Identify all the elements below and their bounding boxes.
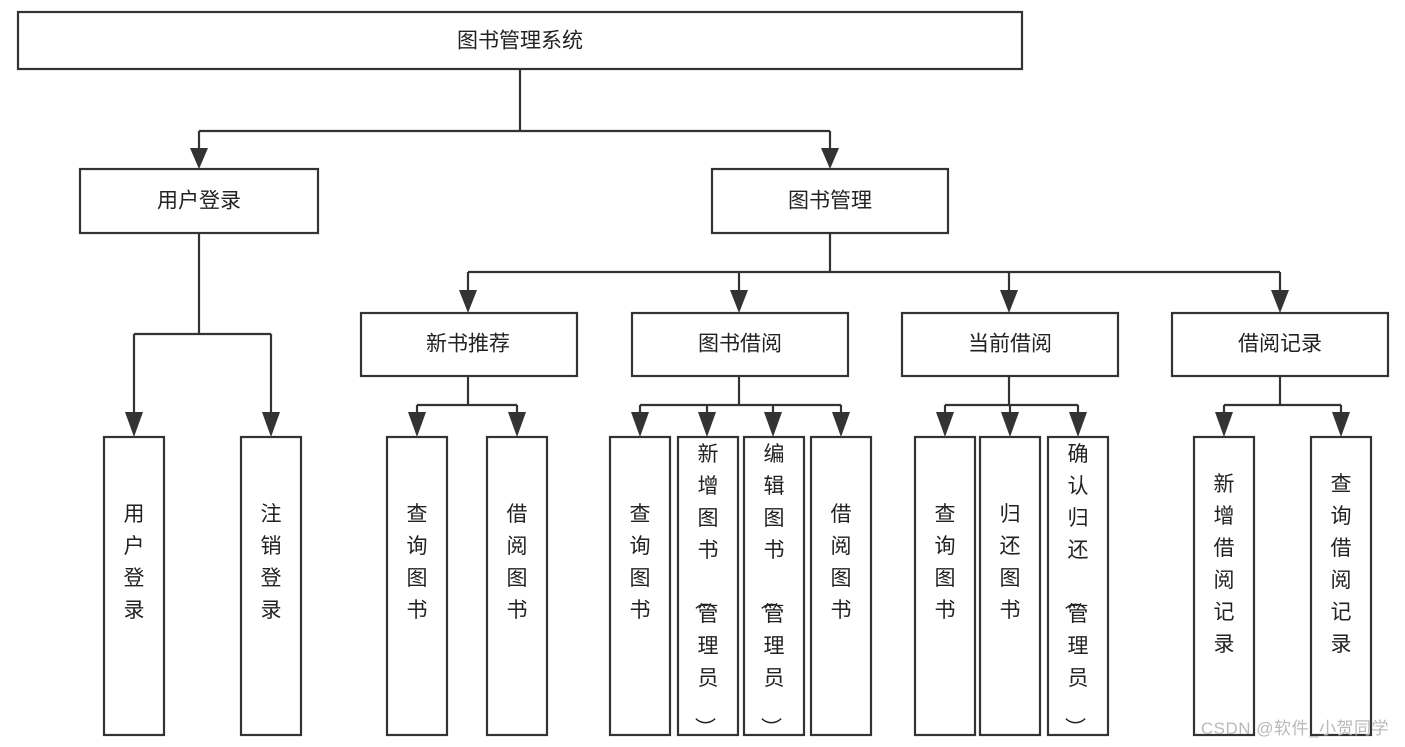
leaf-label: 新增图书（管理员）	[693, 443, 719, 738]
node-user-login-box[interactable]	[78, 167, 320, 235]
leaf-label: 借阅图书	[831, 503, 852, 622]
leaf-box[interactable]	[913, 435, 977, 737]
leaf-label: 借阅图书	[507, 503, 528, 622]
connector-books-to-level3	[459, 233, 1289, 313]
arrow-head-icon	[1001, 412, 1019, 437]
node-borrow-records-label: 借阅记录	[1238, 333, 1322, 356]
leaf-box[interactable]	[1046, 435, 1110, 737]
node-book-management-box[interactable]	[710, 167, 950, 235]
leaf-box[interactable]	[1192, 435, 1256, 737]
arrow-head-icon	[262, 412, 280, 437]
leaf-node[interactable]: 查询借阅记录	[1309, 435, 1373, 737]
arrow-head-icon	[821, 148, 839, 169]
leaf-box[interactable]	[102, 435, 166, 737]
leaf-label: 查询图书	[630, 503, 651, 622]
arrow-head-icon	[408, 412, 426, 437]
arrow-head-icon	[764, 412, 782, 437]
leaf-box[interactable]	[385, 435, 449, 737]
arrow-head-icon	[936, 412, 954, 437]
node-current-borrow-box[interactable]	[900, 311, 1120, 378]
leaf-node[interactable]: 查询图书	[385, 435, 449, 737]
node-root[interactable]: 图书管理系统	[16, 10, 1024, 71]
connector-current-to-leaves	[936, 376, 1087, 437]
node-book-management-label: 图书管理	[788, 190, 872, 213]
node-new-book-recommend-label: 新书推荐	[426, 333, 510, 356]
arrow-head-icon	[1332, 412, 1350, 437]
node-borrow-records[interactable]: 借阅记录	[1170, 311, 1390, 378]
leaf-node[interactable]: 新增借阅记录	[1192, 435, 1256, 737]
leaf-box[interactable]	[608, 435, 672, 737]
node-borrow-records-box[interactable]	[1170, 311, 1390, 378]
connector-borrow-to-leaves	[631, 376, 850, 437]
node-user-login-label: 用户登录	[157, 190, 241, 213]
leaf-box[interactable]	[485, 435, 549, 737]
leaf-label: 新增借阅记录	[1214, 473, 1235, 656]
leaf-node[interactable]: 归还图书	[978, 435, 1042, 737]
leaf-label: 查询图书	[935, 503, 956, 622]
leaf-box[interactable]	[676, 435, 740, 737]
node-book-borrow-label: 图书借阅	[698, 333, 782, 356]
node-root-label: 图书管理系统	[457, 30, 583, 53]
node-current-borrow-label: 当前借阅	[968, 333, 1052, 356]
leaf-label: 注销登录	[261, 503, 282, 622]
leaf-node[interactable]: 新增图书（管理员）	[676, 435, 740, 738]
leaf-label: 查询图书	[407, 503, 428, 622]
arrow-head-icon	[832, 412, 850, 437]
node-book-borrow-box[interactable]	[630, 311, 850, 378]
connector-records-to-leaves	[1215, 376, 1350, 437]
arrow-head-icon	[1069, 412, 1087, 437]
arrow-head-icon	[508, 412, 526, 437]
arrow-head-icon	[1000, 290, 1018, 313]
leaf-node[interactable]: 编辑图书（管理员）	[742, 435, 806, 738]
arrow-head-icon	[1271, 290, 1289, 313]
arrow-head-icon	[125, 412, 143, 437]
arrow-head-icon	[730, 290, 748, 313]
arrow-head-icon	[698, 412, 716, 437]
leaf-box[interactable]	[742, 435, 806, 737]
leaf-node[interactable]: 借阅图书	[809, 435, 873, 737]
node-new-book-recommend-box[interactable]	[359, 311, 579, 378]
node-root-box[interactable]	[16, 10, 1024, 71]
leaf-node[interactable]: 借阅图书	[485, 435, 549, 737]
leaf-node[interactable]: 查询图书	[608, 435, 672, 737]
leaf-label: 用户登录	[124, 503, 145, 622]
leaf-box[interactable]	[809, 435, 873, 737]
leaf-box[interactable]	[978, 435, 1042, 737]
leaf-label: 确认归还（管理员）	[1063, 443, 1089, 738]
arrow-head-icon	[190, 148, 208, 169]
node-new-book-recommend[interactable]: 新书推荐	[359, 311, 579, 378]
leaf-label: 编辑图书（管理员）	[759, 443, 785, 738]
leaf-node[interactable]: 确认归还（管理员）	[1046, 435, 1110, 738]
node-book-management[interactable]: 图书管理	[710, 167, 950, 235]
leaf-box[interactable]	[1309, 435, 1373, 737]
leaf-node[interactable]: 注销登录	[239, 435, 303, 737]
connector-newbook-to-leaves	[408, 376, 526, 437]
arrow-head-icon	[1215, 412, 1233, 437]
arrow-head-icon	[459, 290, 477, 313]
leaf-node[interactable]: 用户登录	[102, 435, 166, 737]
connector-root-to-level2	[190, 69, 839, 169]
node-current-borrow[interactable]: 当前借阅	[900, 311, 1120, 378]
arrow-head-icon	[631, 412, 649, 437]
leaf-label: 归还图书	[1000, 503, 1021, 622]
node-user-login[interactable]: 用户登录	[78, 167, 320, 235]
leaf-label: 查询借阅记录	[1331, 473, 1352, 656]
leaf-box[interactable]	[239, 435, 303, 737]
leaf-node[interactable]: 查询图书	[913, 435, 977, 737]
node-book-borrow[interactable]: 图书借阅	[630, 311, 850, 378]
connector-userlogin-to-leaves	[125, 233, 280, 437]
